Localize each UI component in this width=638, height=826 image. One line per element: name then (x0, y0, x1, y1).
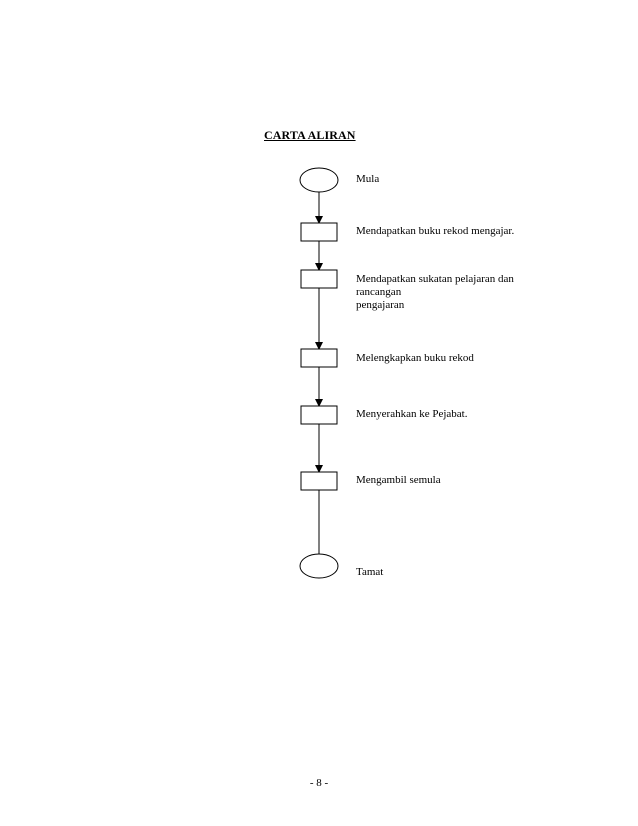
flowchart-title: CARTA ALIRAN (264, 128, 356, 142)
end-terminal-shape (299, 553, 339, 579)
process-box-4 (300, 405, 338, 425)
step-label-line: Mendapatkan buku rekod mengajar. (356, 225, 515, 237)
page-number: - 8 - (309, 777, 329, 789)
step-label-3: Melengkapkan buku rekod (356, 352, 546, 365)
step-label-line: Mula (356, 173, 380, 185)
process-box-3 (300, 348, 338, 368)
process-box-1 (300, 222, 338, 242)
start-terminal-shape (299, 167, 339, 193)
step-label-6: Tamat (356, 566, 546, 579)
step-label-5: Mengambil semula (356, 474, 546, 487)
step-label-4: Menyerahkan ke Pejabat. (356, 408, 546, 421)
step-label-line: pengajaran (356, 299, 405, 311)
process-box-2 (300, 269, 338, 289)
step-label-line: Tamat (356, 566, 384, 578)
process-box-5 (300, 471, 338, 491)
step-label-line: Mengambil semula (356, 474, 441, 486)
step-label-line: Melengkapkan buku rekod (356, 352, 474, 364)
step-label-line: Mendapatkan sukatan pelajaran dan (356, 273, 514, 285)
step-label-line: rancangan (356, 286, 402, 298)
step-label-0: Mula (356, 173, 546, 186)
step-label-1: Mendapatkan buku rekod mengajar. (356, 225, 546, 238)
step-label-line: Menyerahkan ke Pejabat. (356, 408, 468, 420)
